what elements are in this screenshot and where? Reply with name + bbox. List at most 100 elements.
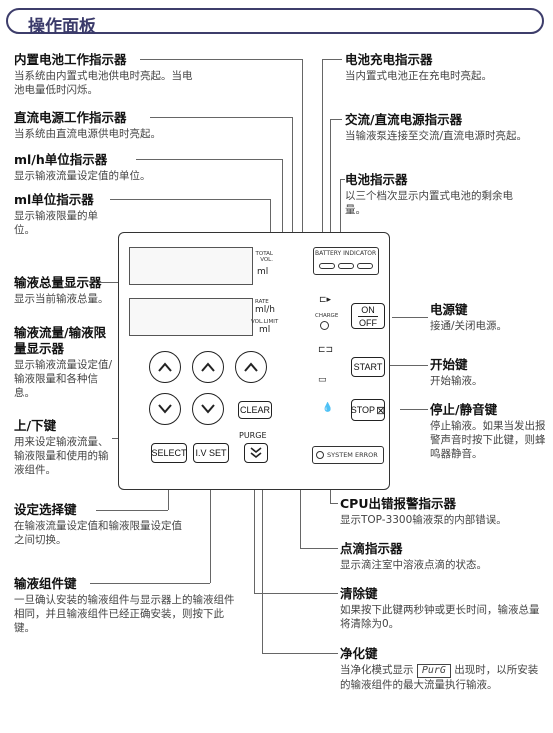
annotation-desc: 当净化模式显示 PurG 出现时，以所安装的输液组件的最大流量执行输液。 [340,663,545,692]
clear-button[interactable]: CLEAR [238,401,272,419]
annotation-cpu: CPU出错报警指示器 显示TOP-3300输液泵的内部错误。 [340,496,550,527]
annotation-title: 点滴指示器 [340,541,403,556]
stop-label: STOP [350,405,376,415]
battery-indicator-label: BATTERY INDICATOR [315,250,377,257]
annotation-purge: 净化键 当净化模式显示 PurG 出现时，以所安装的输液组件的最大流量执行输液。 [340,646,550,692]
purge-display-code: PurG [416,664,451,678]
charge-label: CHARGE [315,313,339,319]
chevron-down-icon [201,404,215,414]
annotation-title: 直流电源工作指示器 [14,110,127,125]
annotation-drip: 点滴指示器 显示滴注室中溶液点滴的状态。 [340,541,550,572]
annotation-title: 停止/静音键 [430,402,498,417]
annotation-title: 电池指示器 [345,172,408,187]
annotation-battery: 电池指示器 以三个档次显示内置式电池的剩余电量。 [345,172,545,217]
annotation-desc: 显示当前输液总量。 [14,293,109,305]
annotation-desc: 当系统由内置式电池供电时亮起。当电池电量低时闪烁。 [14,70,193,96]
battery-level-1 [319,263,335,269]
acdc-icon: ⊏⊐ [318,345,334,355]
chevron-up-icon [244,362,258,372]
total-volume-display [129,247,253,285]
limit-label: VOL.LIMIT [251,319,279,325]
up-button-1[interactable] [149,351,181,383]
drip-icon: 💧 [322,403,334,413]
select-button[interactable]: SELECT [151,443,187,463]
control-panel: TOTAL VOL. ml RATE ml/h VOL.LIMIT ml BAT… [118,232,390,490]
system-error-label: SYSTEM ERROR [327,451,378,459]
charge-lamp [320,321,329,330]
annotation-desc: 当系统由直流电源供电时亮起。 [14,128,161,140]
annotation-desc: 接通/关闭电源。 [430,320,508,332]
annotation-rate-display: 输液流量/输液限量显示器 显示输液流量设定值/输液限量和各种信息。 [14,325,118,400]
rate-label: RATE [255,299,269,305]
rate-unit: ml/h [255,305,276,315]
chevron-down-icon [158,404,172,414]
annotation-desc: 当输液泵连接至交流/直流电源时亮起。 [345,130,528,142]
up-button-3[interactable] [235,351,267,383]
annotation-title: ml/h单位指示器 [14,152,108,167]
down-button-1[interactable] [149,393,181,425]
title-banner: 操作面板 [6,8,544,37]
annotation-desc: 在输液流量设定值和输液限量设定值之间切换。 [14,520,182,546]
annotation-title: 净化键 [340,646,378,661]
purge-button[interactable] [244,443,268,463]
annotation-desc: 用来设定输液流量、输液限量和使用的输液组件。 [14,436,109,476]
mute-icon: ⊠ [376,404,386,417]
annotation-ivset: 输液组件键 一旦确认安装的输液组件与显示器上的输液组件相同，并且输液组件已经正确… [14,576,244,635]
annotation-stop: 停止/静音键 停止输液。如果当发出报警声音时按下此键，则蜂鸣器静音。 [430,402,548,461]
chevron-up-icon [201,362,215,372]
page-title: 操作面板 [28,17,96,37]
annotation-title: 电池充电指示器 [345,52,433,67]
annotation-title: 输液组件键 [14,576,77,591]
annotation-desc-prefix: 当净化模式显示 [340,664,414,676]
annotation-desc: 显示输液流量设定值/输液限量和各种信息。 [14,359,113,399]
battery-indicator-box [313,247,379,275]
annotation-acdc: 交流/直流电源指示器 当输液泵连接至交流/直流电源时亮起。 [345,112,545,143]
battery-level-2 [338,263,354,269]
annotation-start: 开始键 开始输液。 [430,357,550,388]
annotation-desc: 显示滴注室中溶液点滴的状态。 [340,559,487,571]
system-error-lamp [316,451,324,459]
system-error-indicator: SYSTEM ERROR [312,446,384,464]
iv-set-button[interactable]: I.V SET [193,443,229,463]
annotation-charging: 电池充电指示器 当内置式电池正在充电时亮起。 [345,52,545,83]
total-unit: ml [257,267,269,277]
charge-plug-icon: ⊏▸ [319,295,332,305]
annotation-title: CPU出错报警指示器 [340,496,456,511]
annotation-title: 设定选择键 [14,502,77,517]
annotation-total-display: 输液总量显示器 显示当前输液总量。 [14,275,124,306]
power-off-label: OFF [359,317,377,328]
annotation-title: 清除键 [340,586,378,601]
power-on-label: ON [361,304,375,315]
limit-unit: ml [259,325,271,335]
annotation-desc: 停止输液。如果当发出报警声音时按下此键，则蜂鸣器静音。 [430,420,546,460]
annotation-desc: 显示TOP-3300输液泵的内部错误。 [340,514,507,526]
annotation-mlh-unit: ml/h单位指示器 显示输液流量设定值的单位。 [14,152,214,183]
annotation-title: 内置电池工作指示器 [14,52,127,67]
annotation-power: 电源键 接通/关闭电源。 [430,302,550,333]
annotation-select: 设定选择键 在输液流量设定值和输液限量设定值之间切换。 [14,502,204,547]
double-chevron-down-icon [250,447,262,459]
annotation-title: 输液总量显示器 [14,275,102,290]
annotation-desc-suffix: 出现时，以所安装的输液组件的最大流量执行输液。 [340,664,539,691]
annotation-title: 输液流量/输液限量显示器 [14,325,107,356]
purge-label: PURGE [239,431,267,440]
annotation-desc: 一旦确认安装的输液组件与显示器上的输液组件相同，并且输液组件已经正确安装，则按下… [14,594,235,634]
annotation-title: 上/下键 [14,418,57,433]
annotation-title: ml单位指示器 [14,192,94,207]
annotation-desc: 如果按下此键两秒钟或更长时间，输液总量将清除为0。 [340,604,540,630]
power-button[interactable]: ON OFF [351,303,385,329]
up-button-2[interactable] [192,351,224,383]
annotation-dc-power: 直流电源工作指示器 当系统由直流电源供电时亮起。 [14,110,214,141]
rate-limit-display [129,298,253,336]
annotation-title: 开始键 [430,357,468,372]
stop-mute-button[interactable]: STOP ⊠ [351,399,385,421]
power-divider [358,315,378,317]
annotation-desc: 显示输液限量的单位。 [14,210,98,236]
annotation-desc: 以三个档次显示内置式电池的剩余电量。 [345,190,513,216]
chevron-up-icon [158,362,172,372]
annotation-desc: 显示输液流量设定值的单位。 [14,170,151,182]
annotation-updown: 上/下键 用来设定输液流量、输液限量和使用的输液组件。 [14,418,118,477]
start-button[interactable]: START [351,357,385,377]
down-button-2[interactable] [192,393,224,425]
battery-icon: ▭ [318,375,327,385]
